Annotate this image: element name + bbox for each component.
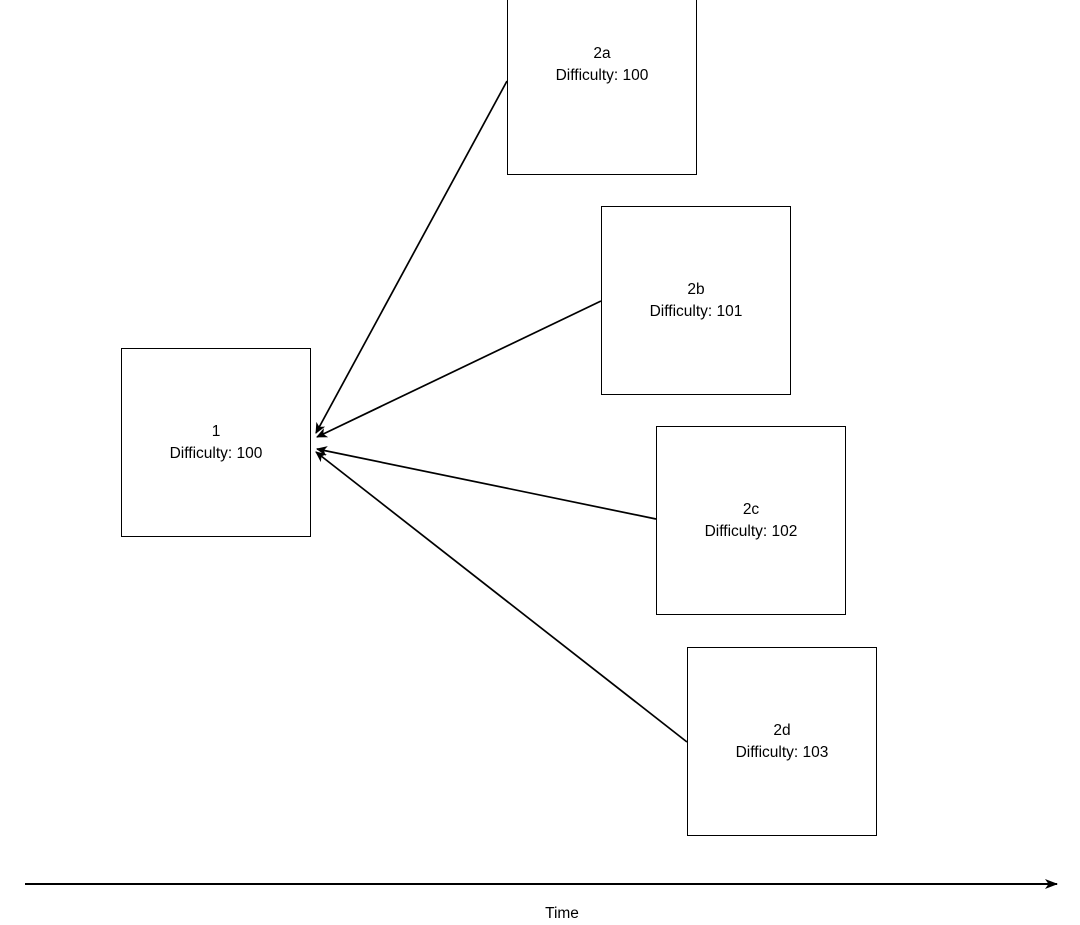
node-1-difficulty: Difficulty: 100: [169, 444, 263, 462]
edge-2b-to-1: [316, 300, 602, 438]
node-2b-label: 2b: [687, 280, 705, 298]
edge-2a-to-1: [315, 80, 508, 434]
edge-2d-to-1: [315, 451, 688, 743]
node-2c-difficulty: Difficulty: 102: [704, 522, 798, 540]
node-2d-difficulty: Difficulty: 103: [735, 743, 829, 761]
node-2d[interactable]: 2d Difficulty: 103: [687, 647, 877, 836]
node-2d-label: 2d: [773, 721, 791, 739]
edge-2c-to-1: [316, 446, 657, 520]
dependency-edges: [315, 80, 688, 743]
node-1[interactable]: 1 Difficulty: 100: [121, 348, 311, 537]
node-2c-label: 2c: [742, 500, 760, 518]
node-2a-difficulty: Difficulty: 100: [555, 67, 649, 84]
node-2b[interactable]: 2b Difficulty: 101: [601, 206, 791, 395]
node-2b-difficulty: Difficulty: 101: [649, 302, 743, 320]
node-1-label: 1: [211, 422, 221, 440]
node-2c[interactable]: 2c Difficulty: 102: [656, 426, 846, 615]
time-axis-caption: Time: [545, 905, 579, 922]
node-2a-label: 2a: [593, 45, 611, 62]
node-2a[interactable]: 2a Difficulty: 100: [507, 0, 697, 175]
